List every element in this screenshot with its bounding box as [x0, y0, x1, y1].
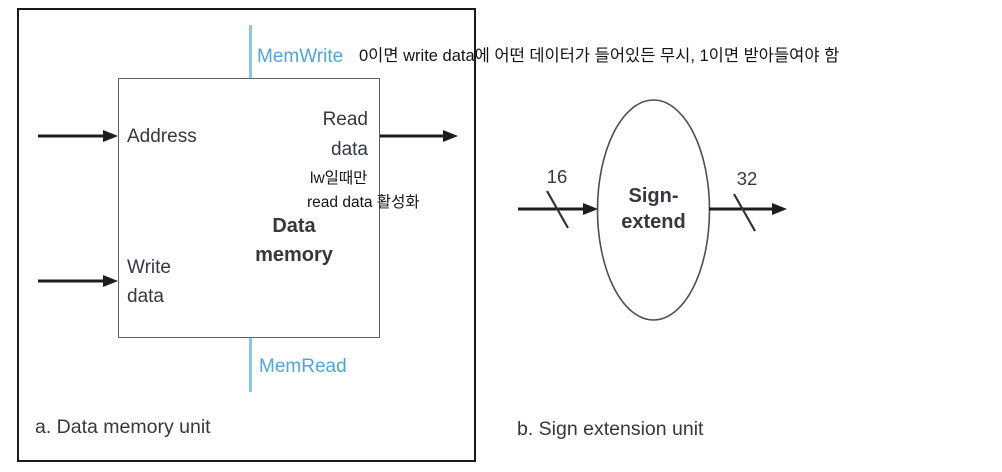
panel-a-caption: a. Data memory unit — [35, 416, 211, 438]
read-data-port-line1: Read — [322, 109, 368, 130]
sign-extend-input-arrow — [518, 203, 598, 215]
data-memory-block — [118, 78, 380, 338]
data-memory-block-label-line1: Data — [272, 215, 316, 237]
bus-width-slash-16 — [546, 190, 569, 229]
data-memory-block-label: Data memory — [204, 212, 384, 270]
memwrite-annotation: 0이면 write data에 어떤 데이터가 들어있든 무시, 1이면 받아들… — [359, 47, 840, 65]
sign-extend-output-arrow — [709, 203, 787, 215]
read-data-annotation-line1: lw일때만 — [310, 170, 368, 187]
memread-control-line — [249, 338, 252, 392]
sign-extend-block-label-line2: extend — [621, 211, 686, 233]
data-memory-block-label-line2: memory — [255, 244, 333, 266]
sign-extend-block-label: Sign- extend — [593, 183, 714, 235]
read-data-port-line2: data — [331, 139, 368, 160]
input-bus-width-label: 16 — [546, 166, 568, 187]
write-data-port-label: Write data — [127, 253, 171, 311]
panel-b-caption: b. Sign extension unit — [517, 418, 704, 440]
memwrite-control-line — [249, 25, 252, 78]
bus-width-slash-32 — [733, 193, 756, 232]
address-port-label: Address — [127, 126, 197, 147]
data-memory-outer-box — [17, 8, 476, 462]
write-data-port-line1: Write — [127, 257, 171, 278]
memread-label: MemRead — [259, 356, 347, 377]
memwrite-label: MemWrite — [257, 46, 344, 67]
sign-extend-block-label-line1: Sign- — [628, 185, 679, 207]
read-data-annotation-line2: read data 활성화 — [307, 194, 420, 211]
output-bus-width-label: 32 — [736, 168, 758, 189]
read-data-port-label: Read data — [288, 105, 368, 165]
write-data-port-line2: data — [127, 286, 164, 307]
